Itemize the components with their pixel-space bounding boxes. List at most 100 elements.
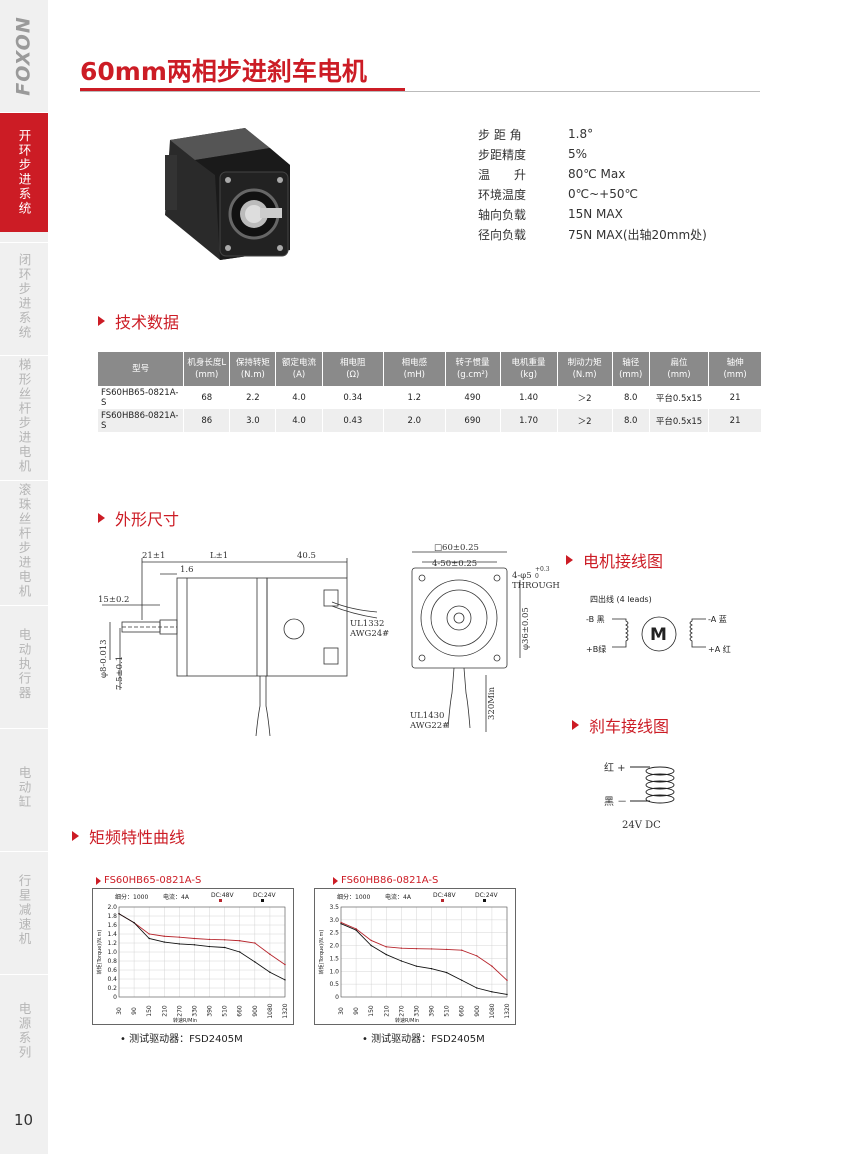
dim-label: 4-50±0.25 (432, 559, 477, 569)
table-header-cell: 保持转矩(N.m) (229, 352, 277, 386)
dim-label: 4-φ5 (512, 571, 532, 581)
header-text: 轴径 (622, 358, 640, 368)
header-text: 保持转矩 (235, 358, 270, 368)
table-header-cell: 电机重量(kg) (500, 352, 558, 386)
x-tick-label: 510 (444, 1005, 451, 1017)
header-text: 相电感 (401, 358, 428, 368)
series-line-24v (340, 923, 508, 995)
table-cell: 平台0.5x15 (649, 409, 710, 432)
data-point (355, 928, 357, 930)
x-tick-label: 1320 (282, 1003, 289, 1018)
triangle-icon (98, 316, 105, 326)
data-point (340, 923, 342, 925)
dim-label: UL1430 (410, 711, 444, 721)
header-unit: (mm) (195, 370, 219, 380)
spec-label: 环境温度 (478, 187, 527, 202)
legend-label-24v: DC:24V (475, 892, 498, 899)
table-cell: 0.43 (322, 409, 385, 432)
table-cell: 1.2 (383, 386, 446, 409)
triangle-icon (72, 831, 79, 841)
dimension-drawing: 21±1 L±1 40.5 1.6 15±0.2 φ8-0.013 7.5±0.… (98, 543, 560, 737)
table-header-cell: 制动力矩(N.m) (557, 352, 613, 386)
data-point (506, 993, 508, 996)
y-tick-label: 0.2 (107, 985, 117, 992)
header-unit: (kg) (520, 370, 538, 380)
sidebar-item-cylinder[interactable]: 电动缸 (0, 728, 48, 846)
chart-note-65: • 测试驱动器：FSD2405M (120, 1034, 243, 1045)
spec-label: 温 升 (478, 167, 527, 182)
chart-info-subdiv: 细分：1000 (337, 893, 370, 901)
data-point (254, 942, 256, 944)
sidebar-item-ball-screw[interactable]: 滚珠丝杆步进电机 (0, 480, 48, 600)
data-point (163, 941, 165, 943)
data-point (178, 936, 181, 938)
sidebar-item-open-loop[interactable]: 开环步进系统 (0, 112, 48, 232)
legend-marker-48v (441, 899, 444, 902)
x-tick-label: 660 (237, 1005, 244, 1017)
spec-label: 步距精度 (478, 147, 527, 162)
table-cell: 8.0 (612, 386, 650, 409)
dim-label: 15±0.2 (98, 595, 129, 605)
triangle-icon (566, 555, 573, 565)
header-text: 相电阻 (340, 358, 366, 368)
section-heading-text: 矩频特性曲线 (89, 828, 186, 847)
table-cell: ＞2 (557, 386, 613, 409)
x-tick-label: 1080 (489, 1003, 496, 1018)
dim-label: 21±1 (142, 551, 165, 561)
data-point (239, 940, 241, 942)
wire-label: 黑 － (604, 796, 627, 808)
y-tick-label: 0.6 (107, 967, 117, 974)
y-tick-label: 1.4 (107, 931, 117, 938)
data-point (178, 943, 181, 945)
sidebar-item-power[interactable]: 电源系列 (0, 974, 48, 1086)
sidebar-item-trapezoid-screw[interactable]: 梯形丝杆步进电机 (0, 355, 48, 475)
data-point (400, 947, 403, 949)
x-tick-label: 30 (116, 1007, 123, 1015)
x-tick-label: 270 (398, 1005, 405, 1017)
x-tick-label: 150 (368, 1005, 375, 1017)
spec-value: 80℃ Max (568, 167, 626, 181)
header-unit: (Ω) (346, 370, 360, 380)
table-cell: 3.0 (229, 409, 277, 432)
section-heading-text: 电机接线图 (583, 552, 664, 571)
table-header-cell: 轴伸 (mm) (708, 352, 762, 386)
table-header-cell: 相电感(mH) (383, 352, 446, 386)
data-point (430, 948, 433, 950)
header-text: 轴伸 (726, 358, 744, 368)
sidebar-item-closed-loop[interactable]: 闭环步进系统 (0, 242, 48, 350)
dim-label: UL1332 (350, 619, 384, 629)
plot-area (118, 906, 286, 998)
spec-value: 0℃~+50℃ (568, 187, 638, 201)
table-header-cell: 额定电流(A) (275, 352, 323, 386)
wire-label: +B绿 (586, 645, 606, 654)
y-tick-label: 0 (113, 994, 117, 1001)
x-tick-label: 1320 (504, 1003, 511, 1018)
x-tick-label: 660 (459, 1005, 466, 1017)
dim-label: 320Min (487, 686, 497, 720)
sidebar-item-actuator[interactable]: 电动执行器 (0, 605, 48, 723)
data-point (193, 944, 196, 946)
y-tick-label: 0 (335, 994, 339, 1001)
spec-value: 5% (568, 147, 588, 161)
data-point (491, 991, 493, 993)
sidebar-item-planetary[interactable]: 行星减速机 (0, 851, 48, 969)
legend-marker-48v (219, 899, 222, 902)
y-tick-label: 0.8 (107, 958, 117, 965)
dim-label: 0 (535, 573, 539, 580)
plot-area (340, 906, 508, 998)
x-tick-label: 900 (252, 1005, 259, 1017)
spec-value: 75N MAX(出轴20mm处) (568, 227, 707, 242)
spec-label: 步 距 角 (478, 127, 522, 142)
data-point (506, 979, 508, 981)
y-tick-label: 0.5 (329, 981, 339, 988)
data-point (400, 960, 403, 962)
chart-title-65: FS60HB65-0821A-S (96, 875, 201, 886)
table-cell: 4.0 (275, 386, 323, 409)
header-unit: (mm) (723, 370, 747, 380)
table-cell: FS60HB86-0821A-S (98, 409, 185, 432)
